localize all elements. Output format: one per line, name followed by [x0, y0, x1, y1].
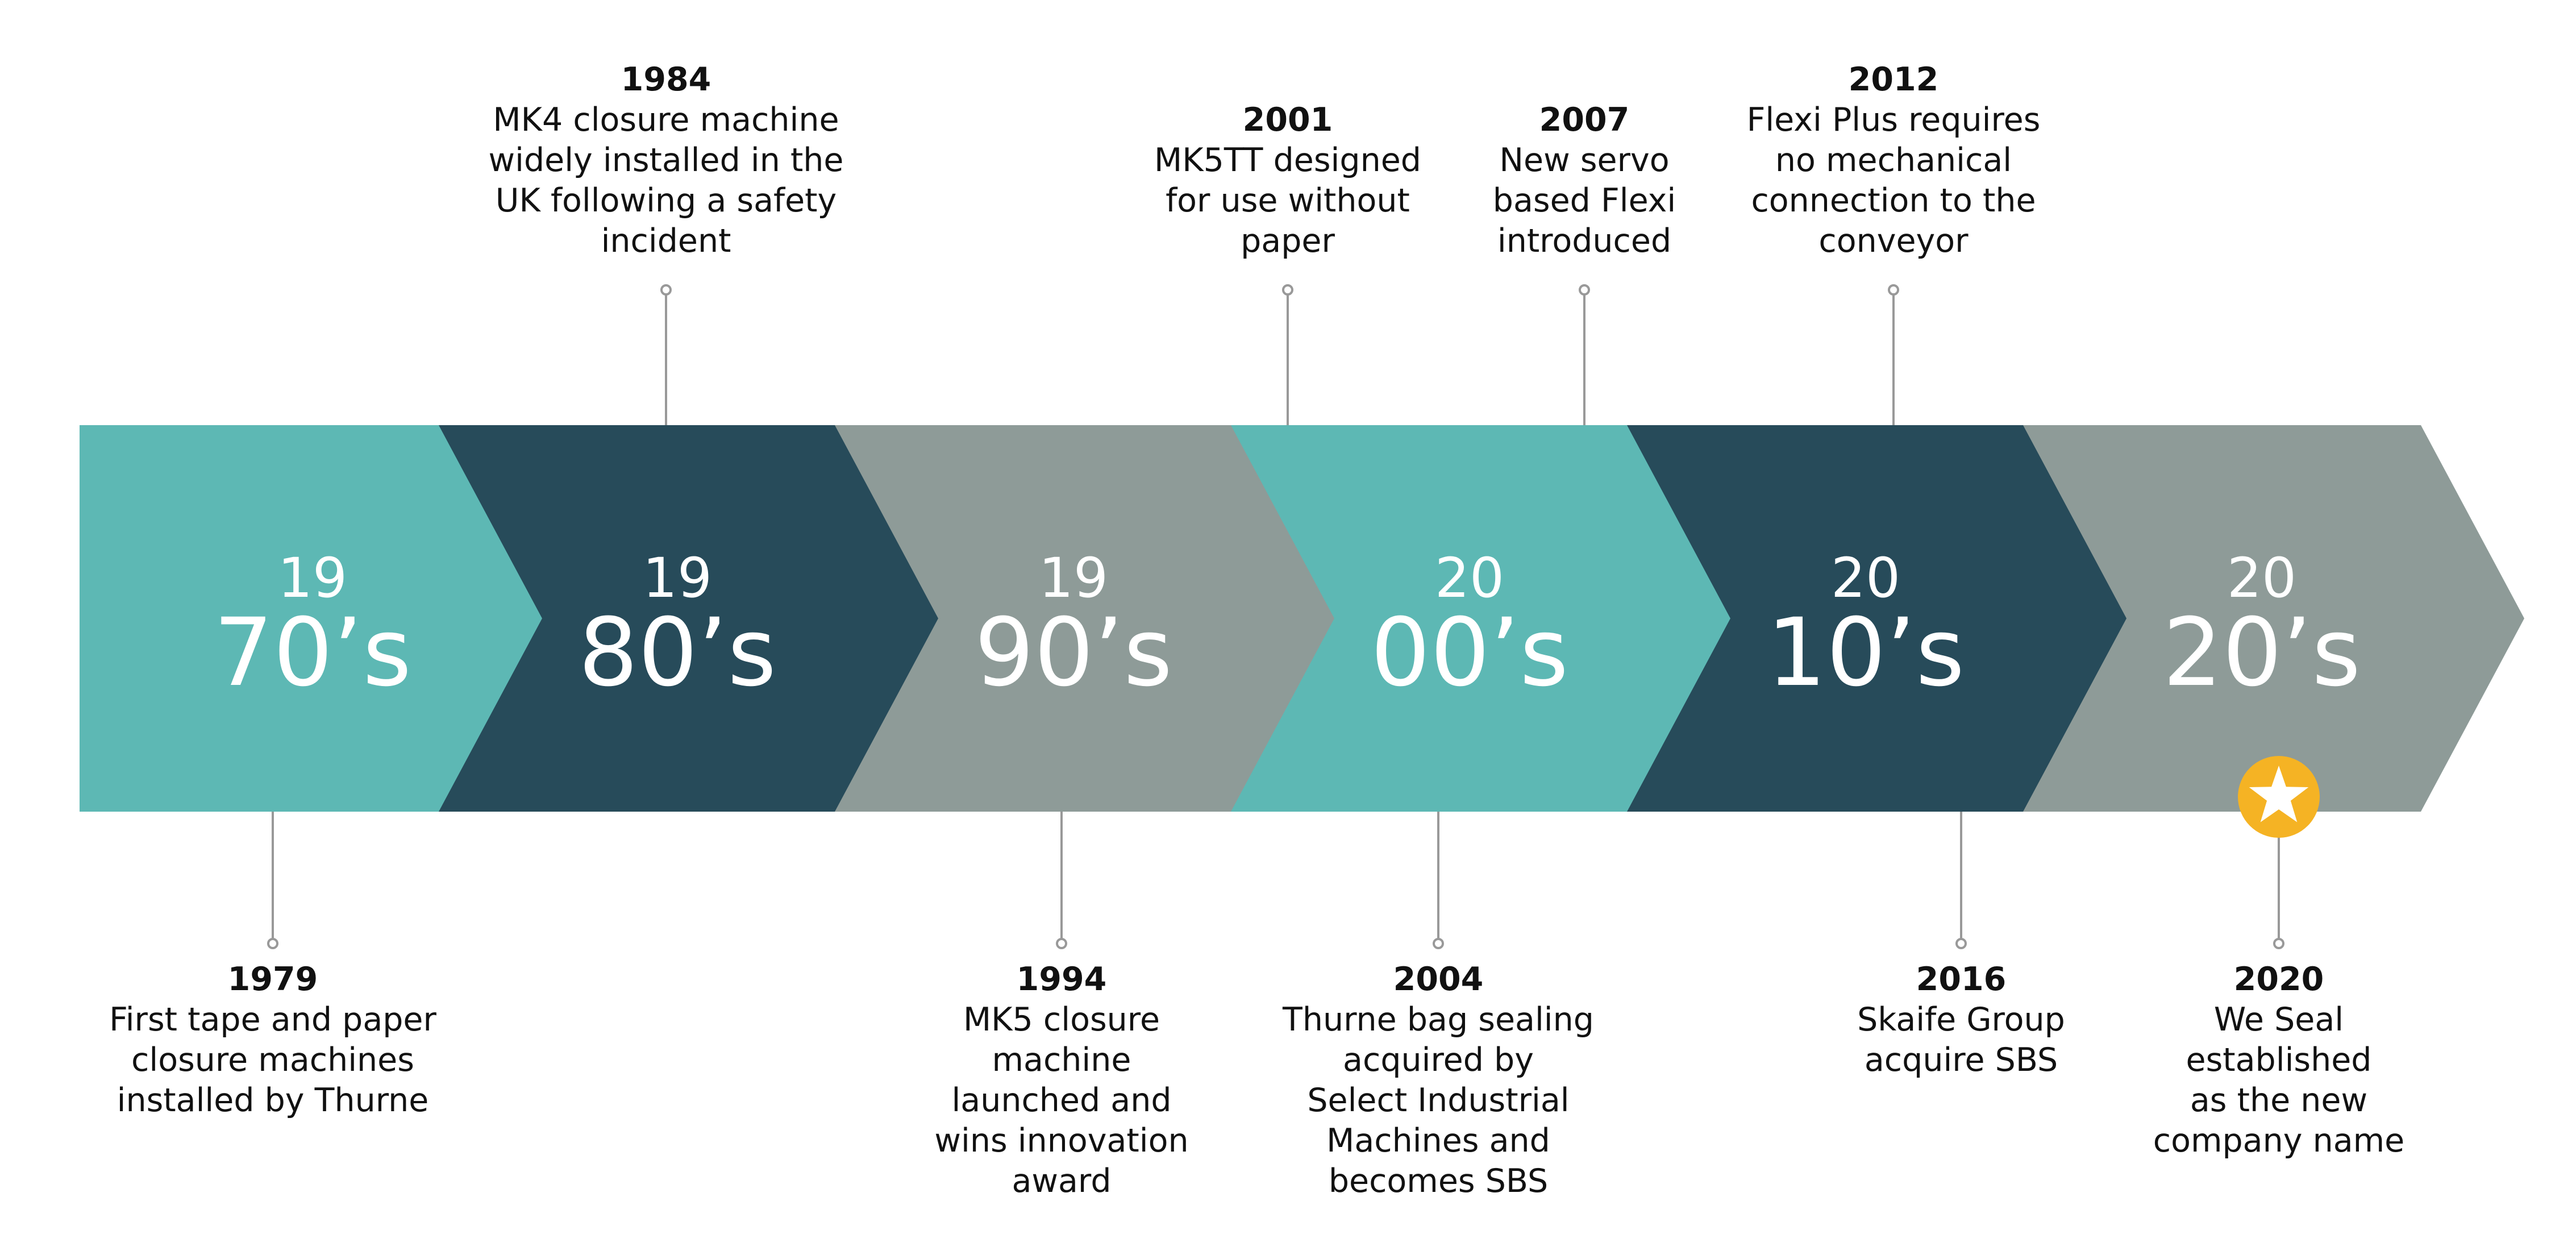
- event-year: 2001: [1242, 101, 1333, 139]
- event-year: 2020: [2233, 961, 2324, 998]
- connector-dot: [1433, 938, 1444, 949]
- decade-chevron: [835, 425, 1336, 812]
- decade-century: 20: [1435, 546, 1504, 610]
- decade-label: 20’s: [2163, 598, 2361, 707]
- connector-dot: [267, 938, 278, 949]
- connector-dot: [1955, 938, 1967, 949]
- event-description: First tape and paper closure machines in…: [109, 1001, 436, 1119]
- event-description: MK5TT designed for use without paper: [1154, 142, 1421, 260]
- event-description: New servo based Flexi introduced: [1492, 142, 1676, 260]
- event-description: MK5 closure machine launched and wins in…: [934, 1001, 1189, 1200]
- connector-dot: [2273, 938, 2284, 949]
- decade-chevron: [1627, 425, 2128, 812]
- decade-century: 19: [278, 546, 347, 610]
- decade-label: 90’s: [975, 598, 1172, 707]
- event-markers: [267, 284, 2320, 949]
- event-year: 2007: [1539, 101, 1630, 139]
- decade-century: 20: [1831, 546, 1900, 610]
- decade-century: 20: [2227, 546, 2296, 610]
- decade-label: 70’s: [214, 598, 411, 707]
- event-description: Skaife Group acquire SBS: [1857, 1001, 2065, 1079]
- event-year: 1994: [1016, 961, 1107, 998]
- decade-chevron: [439, 425, 940, 812]
- connector-dot: [1888, 284, 1899, 296]
- decade-label: 10’s: [1767, 598, 1965, 707]
- event-year: 1984: [621, 61, 711, 98]
- decade-chevron: [2023, 425, 2524, 812]
- event-year: 2004: [1393, 961, 1484, 998]
- event-description: MK4 closure machine widely installed in …: [488, 101, 844, 260]
- event-year: 2012: [1848, 61, 1939, 98]
- decade-century: 19: [643, 546, 712, 610]
- connector-lines: [272, 290, 2280, 944]
- decade-chevron: [80, 425, 544, 812]
- connector-dot: [660, 284, 672, 296]
- connector-dot: [1056, 938, 1067, 949]
- star-icon: [2249, 766, 2309, 822]
- decade-century: 19: [1039, 546, 1108, 610]
- connector-dot: [1579, 284, 1590, 296]
- decade-chevron: [1231, 425, 1732, 812]
- event-description: Flexi Plus requires no mechanical connec…: [1746, 101, 2041, 260]
- event-year: 2016: [1916, 961, 2007, 998]
- event-description: Thurne bag sealing acquired by Select In…: [1283, 1001, 1594, 1200]
- connector-dot: [1282, 284, 1293, 296]
- decade-label: 80’s: [579, 598, 776, 707]
- event-year: 1979: [227, 961, 318, 998]
- event-description: We Seal established as the new company n…: [2153, 1001, 2405, 1160]
- decade-label: 00’s: [1371, 598, 1568, 707]
